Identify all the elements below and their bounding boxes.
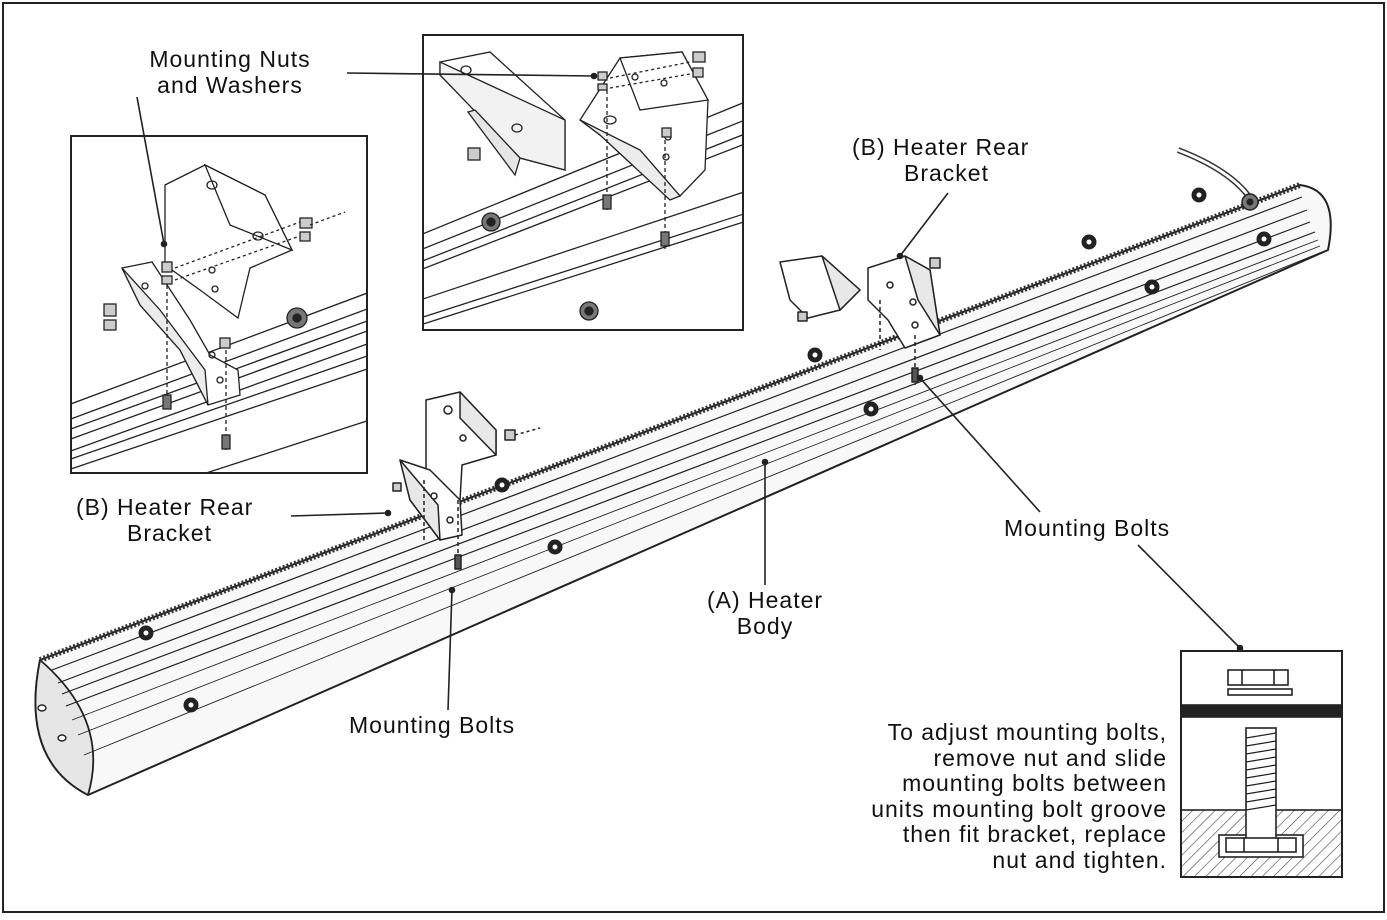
label-mounting-bolts-right: Mounting Bolts: [1004, 515, 1171, 541]
instruction-text: To adjust mounting bolts, remove nut and…: [871, 719, 1167, 873]
left-bracket: [392, 391, 541, 570]
label-heater-rear-bracket-left: (B) Heater Rear Bracket: [76, 494, 254, 546]
label-heater-body: (A) Heater Body: [706, 587, 824, 639]
leader-lines: [136, 72, 1244, 711]
right-bracket: [779, 255, 941, 385]
bolt-detail-inset: [1180, 650, 1343, 878]
top-detail-inset: [422, 34, 744, 331]
left-detail-inset: [70, 135, 368, 474]
label-mounting-bolts-center: Mounting Bolts: [349, 712, 516, 738]
label-heater-rear-bracket-right: (B) Heater Rear Bracket: [852, 134, 1030, 186]
label-mounting-nuts-washers: Mounting Nuts and Washers: [149, 46, 311, 98]
heater-body: [34, 147, 1332, 796]
body-bolt-holes: [138, 187, 1272, 713]
